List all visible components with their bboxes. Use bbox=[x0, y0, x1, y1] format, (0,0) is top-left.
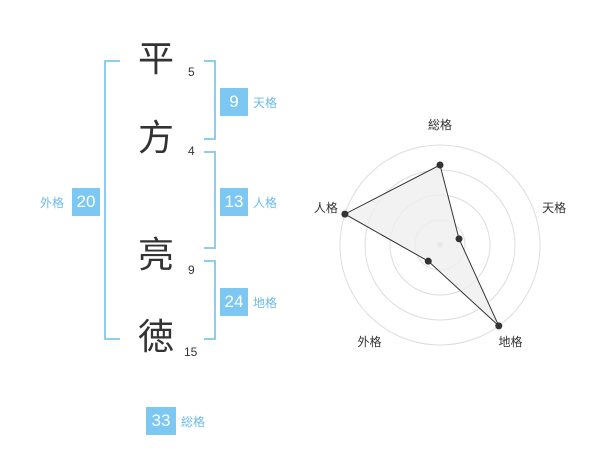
radar-axis-label-5: 人格 bbox=[314, 200, 338, 215]
chikaku-value: 24 bbox=[220, 288, 248, 316]
gaikaku-value: 20 bbox=[72, 188, 100, 216]
radar-point-3 bbox=[495, 322, 503, 330]
name-char-2: 方 bbox=[137, 118, 174, 159]
radar-axis-label-3: 地格 bbox=[499, 334, 523, 349]
soukaku-label: 総格 bbox=[181, 415, 206, 429]
gaikaku-bracket bbox=[104, 60, 120, 340]
radar-point-5 bbox=[341, 210, 349, 218]
radar-ring-4 bbox=[339, 144, 541, 346]
radar-point-4 bbox=[424, 257, 432, 265]
name-char-1: 平 bbox=[137, 39, 174, 80]
tenkaku-label: 天格 bbox=[253, 96, 278, 110]
radar-point-1 bbox=[436, 161, 444, 169]
gaikaku-label: 外格 bbox=[40, 196, 65, 210]
stroke-count-4: 15 bbox=[184, 345, 198, 359]
stroke-count-1: 5 bbox=[188, 65, 195, 79]
chikaku-label: 地格 bbox=[253, 296, 278, 310]
jinkaku-value: 13 bbox=[220, 188, 248, 216]
radar-point-2 bbox=[455, 235, 463, 243]
radar-points bbox=[341, 161, 503, 330]
radar-axis-label-4: 外格 bbox=[357, 334, 381, 349]
tenkaku-bracket bbox=[204, 60, 216, 140]
radar-axis-label-2: 天格 bbox=[542, 200, 566, 215]
jinkaku-label: 人格 bbox=[253, 196, 278, 210]
stroke-count-2: 4 bbox=[188, 144, 195, 158]
tenkaku-value: 9 bbox=[220, 88, 248, 116]
name-char-3: 亮 bbox=[137, 235, 174, 276]
stroke-count-3: 9 bbox=[188, 263, 195, 277]
radar-area bbox=[343, 164, 500, 327]
radar-axis-label-1: 総格 bbox=[428, 117, 452, 132]
name-char-4: 徳 bbox=[137, 317, 174, 358]
chikaku-bracket bbox=[204, 260, 216, 340]
jinkaku-bracket bbox=[204, 151, 216, 249]
soukaku-value: 33 bbox=[146, 407, 176, 435]
